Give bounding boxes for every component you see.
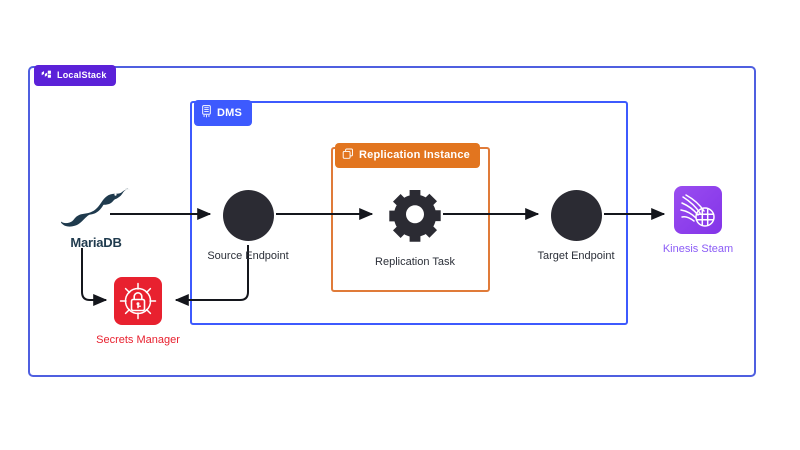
circle-node-icon [222, 190, 274, 241]
node-secrets-manager[interactable]: Secrets Manager [96, 277, 180, 346]
mariadb-seal-icon [60, 186, 131, 233]
node-target-endpoint[interactable]: Target Endpoint [522, 190, 630, 262]
replication-task-label: Replication Task [375, 256, 455, 268]
node-kinesis[interactable]: Kinesis Steam [655, 186, 741, 255]
database-icon [201, 105, 212, 121]
dms-badge-label: DMS [217, 106, 243, 119]
node-replication-task[interactable]: Replication Task [365, 190, 465, 268]
node-source-endpoint[interactable]: Source Endpoint [194, 190, 302, 262]
target-endpoint-label: Target Endpoint [537, 250, 615, 262]
localstack-container-box [28, 66, 756, 377]
replication-instance-badge-label: Replication Instance [359, 149, 470, 161]
secrets-manager-label: Secrets Manager [96, 334, 180, 346]
lock-target-icon [114, 277, 162, 325]
gear-icon [389, 190, 441, 247]
localstack-badge-label: LocalStack [57, 70, 107, 80]
localstack-badge[interactable]: LocalStack [34, 65, 116, 86]
mariadb-label: MariaDB [70, 235, 122, 250]
copy-layers-icon [342, 148, 354, 163]
kinesis-icon [674, 186, 722, 234]
source-endpoint-label: Source Endpoint [207, 250, 289, 262]
localstack-icon [41, 69, 52, 82]
kinesis-label: Kinesis Steam [662, 243, 734, 255]
circle-node-icon [550, 190, 602, 241]
node-mariadb[interactable]: MariaDB [48, 186, 144, 250]
dms-badge[interactable]: DMS [194, 100, 253, 126]
replication-instance-badge[interactable]: Replication Instance [335, 143, 480, 168]
